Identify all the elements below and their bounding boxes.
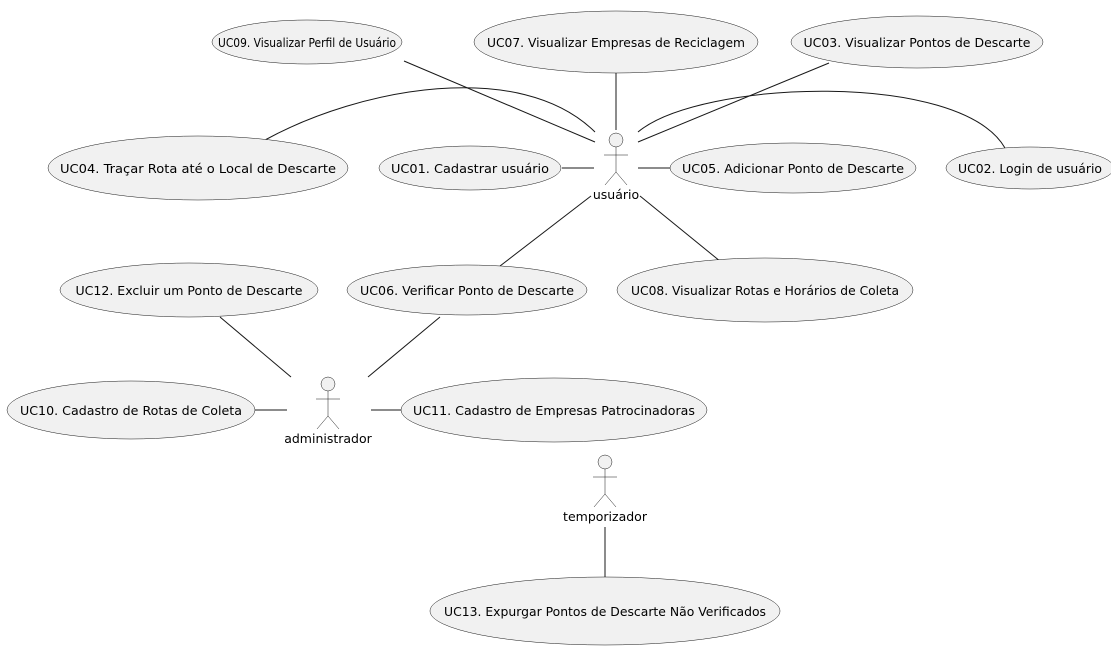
- actor-usuario-figure: [604, 132, 628, 186]
- use-case-uc13[interactable]: UC13. Expurgar Pontos de Descarte Não Ve…: [429, 576, 781, 646]
- use-case-uc04-label: UC04. Traçar Rota até o Local de Descart…: [60, 161, 336, 176]
- actor-temporizador[interactable]: temporizador: [563, 454, 648, 524]
- link-usuario-uc02: [637, 90, 1006, 149]
- use-case-uc13-label: UC13. Expurgar Pontos de Descarte Não Ve…: [444, 604, 766, 619]
- use-case-uc11[interactable]: UC11. Cadastro de Empresas Patrocinadora…: [400, 377, 708, 443]
- link-usuario-uc08: [639, 195, 727, 267]
- use-case-uc04[interactable]: UC04. Traçar Rota até o Local de Descart…: [47, 135, 349, 201]
- use-case-uc08[interactable]: UC08. Visualizar Rotas e Horários de Col…: [616, 257, 914, 323]
- use-case-uc09[interactable]: UC09. Visualizar Perfil de Usuário: [211, 19, 403, 65]
- link-administrador-uc12: [219, 316, 292, 378]
- use-case-uc08-label: UC08. Visualizar Rotas e Horários de Col…: [631, 283, 899, 298]
- use-case-uc01-label: UC01. Cadastrar usuário: [391, 161, 549, 176]
- link-usuario-uc04: [264, 87, 596, 141]
- use-case-uc01[interactable]: UC01. Cadastrar usuário: [378, 145, 562, 191]
- link-administrador-uc06: [367, 316, 441, 378]
- use-case-uc03[interactable]: UC03. Visualizar Pontos de Descarte: [790, 15, 1044, 69]
- link-usuario-uc03: [637, 62, 830, 143]
- use-case-uc10-label: UC10. Cadastro de Rotas de Coleta: [20, 403, 242, 418]
- use-case-uc02[interactable]: UC02. Login de usuário: [945, 146, 1111, 190]
- actor-administrador-label: administrador: [284, 431, 372, 446]
- actor-administrador-figure: [316, 376, 340, 430]
- use-case-uc12-label: UC12. Excluir um Ponto de Descarte: [76, 283, 303, 298]
- actor-usuario[interactable]: usuário: [593, 132, 639, 202]
- use-case-uc03-label: UC03. Visualizar Pontos de Descarte: [804, 35, 1031, 50]
- use-case-uc09-label: UC09. Visualizar Perfil de Usuário: [218, 35, 396, 50]
- link-usuario-uc09: [403, 60, 596, 143]
- use-case-uc11-label: UC11. Cadastro de Empresas Patrocinadora…: [413, 403, 695, 418]
- use-case-uc02-label: UC02. Login de usuário: [958, 161, 1102, 176]
- use-case-uc10[interactable]: UC10. Cadastro de Rotas de Coleta: [6, 380, 256, 440]
- associations: [219, 60, 1006, 578]
- use-case-uc07-label: UC07. Visualizar Empresas de Reciclagem: [487, 35, 745, 50]
- actor-temporizador-figure: [593, 454, 617, 508]
- use-case-uc06[interactable]: UC06. Verificar Ponto de Descarte: [346, 264, 588, 316]
- use-case-uc07[interactable]: UC07. Visualizar Empresas de Reciclagem: [473, 10, 759, 74]
- use-case-uc06-label: UC06. Verificar Ponto de Descarte: [360, 283, 574, 298]
- use-case-uc05-label: UC05. Adicionar Ponto de Descarte: [682, 161, 904, 176]
- actor-temporizador-label: temporizador: [563, 509, 648, 524]
- use-case-uc05[interactable]: UC05. Adicionar Ponto de Descarte: [669, 142, 917, 194]
- link-usuario-uc06: [499, 195, 592, 267]
- use-case-uc12[interactable]: UC12. Excluir um Ponto de Descarte: [59, 262, 319, 318]
- actor-administrador[interactable]: administrador: [284, 376, 373, 446]
- actor-usuario-label: usuário: [593, 187, 639, 202]
